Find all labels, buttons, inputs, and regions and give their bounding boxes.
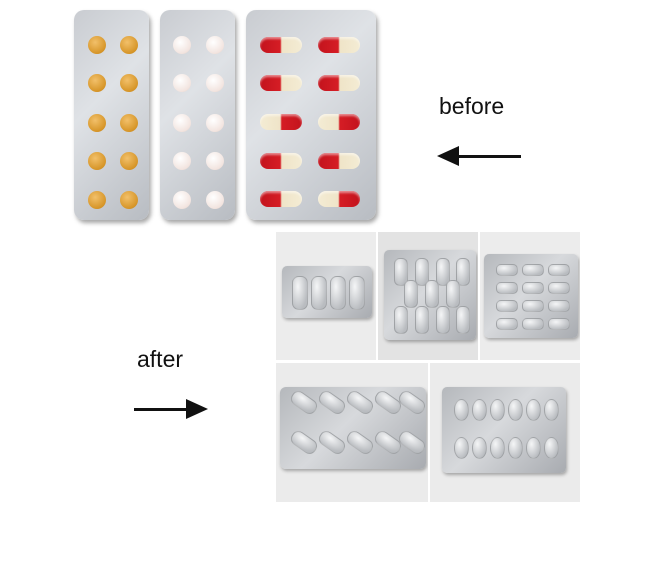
blister-bubble <box>526 437 541 459</box>
white-tablet <box>173 74 191 92</box>
red-cream-capsule <box>260 191 302 207</box>
blister-bubble <box>349 276 365 310</box>
blister-bubble <box>316 428 348 457</box>
blister-bubble <box>330 276 346 310</box>
blister-pack-white-tablets <box>160 10 235 220</box>
orange-tablet <box>88 74 106 92</box>
blister-bubble <box>311 276 327 310</box>
blister-bubble <box>548 318 570 330</box>
before-label: before <box>439 93 505 119</box>
blister-bubble <box>472 399 487 421</box>
white-tablet <box>173 191 191 209</box>
red-cream-capsule <box>260 153 302 169</box>
empty-blister-photo <box>430 363 580 502</box>
blister-bubble <box>288 388 320 417</box>
blister-bubble <box>394 306 408 334</box>
orange-tablet <box>88 191 106 209</box>
orange-tablet <box>120 36 138 54</box>
blister-bubble <box>446 280 460 308</box>
white-tablet <box>206 114 224 132</box>
blister-bubble <box>496 264 518 276</box>
blister-bubble <box>496 318 518 330</box>
blister-foil <box>280 387 428 469</box>
blister-pack-capsules <box>246 10 376 220</box>
blister-bubble <box>396 388 428 417</box>
blister-bubble <box>396 428 428 457</box>
blister-bubble <box>404 280 418 308</box>
orange-tablet <box>120 74 138 92</box>
red-cream-capsule <box>318 37 360 53</box>
blister-foil <box>384 250 476 340</box>
red-cream-capsule <box>318 191 360 207</box>
blister-bubble <box>548 282 570 294</box>
blister-bubble <box>544 437 559 459</box>
orange-tablet <box>88 152 106 170</box>
white-tablet <box>206 152 224 170</box>
blister-pack-orange-tablets <box>74 10 149 220</box>
blister-bubble <box>490 437 505 459</box>
blister-bubble <box>496 300 518 312</box>
blister-bubble <box>508 399 523 421</box>
blister-bubble <box>316 388 348 417</box>
blister-bubble <box>456 258 470 286</box>
blister-bubble <box>548 300 570 312</box>
blister-bubble <box>415 306 429 334</box>
red-cream-capsule <box>318 114 360 130</box>
white-tablet <box>206 191 224 209</box>
orange-tablet <box>120 114 138 132</box>
blister-bubble <box>436 258 450 286</box>
red-cream-capsule <box>260 75 302 91</box>
empty-blister-photo <box>276 363 428 502</box>
red-cream-capsule <box>318 75 360 91</box>
white-tablet <box>206 74 224 92</box>
blister-foil <box>282 266 372 318</box>
blister-bubble <box>425 280 439 308</box>
empty-blister-photo <box>276 232 376 360</box>
blister-bubble <box>344 388 376 417</box>
blister-bubble <box>472 437 487 459</box>
blister-bubble <box>496 282 518 294</box>
blister-foil <box>484 254 578 338</box>
blister-bubble <box>454 399 469 421</box>
blister-bubble <box>522 282 544 294</box>
blister-bubble <box>436 306 450 334</box>
blister-bubble <box>522 300 544 312</box>
red-cream-capsule <box>260 114 302 130</box>
empty-blister-photo <box>378 232 478 360</box>
blister-bubble <box>544 399 559 421</box>
white-tablet <box>173 152 191 170</box>
blister-bubble <box>490 399 505 421</box>
blister-bubble <box>415 258 429 286</box>
blister-bubble <box>394 258 408 286</box>
blister-bubble <box>522 318 544 330</box>
white-tablet <box>173 114 191 132</box>
blister-bubble <box>548 264 570 276</box>
orange-tablet <box>88 36 106 54</box>
blister-bubble <box>292 276 308 310</box>
after-label: after <box>137 346 184 372</box>
empty-blister-photo <box>480 232 580 360</box>
after-photo-collage <box>276 232 580 502</box>
blister-bubble <box>522 264 544 276</box>
white-tablet <box>173 36 191 54</box>
blister-foil <box>442 387 566 473</box>
orange-tablet <box>120 191 138 209</box>
orange-tablet <box>120 152 138 170</box>
blister-bubble <box>288 428 320 457</box>
blister-bubble <box>456 306 470 334</box>
blister-bubble <box>454 437 469 459</box>
blister-bubble <box>526 399 541 421</box>
white-tablet <box>206 36 224 54</box>
blister-bubble <box>344 428 376 457</box>
blister-bubble <box>508 437 523 459</box>
red-cream-capsule <box>318 153 360 169</box>
orange-tablet <box>88 114 106 132</box>
red-cream-capsule <box>260 37 302 53</box>
